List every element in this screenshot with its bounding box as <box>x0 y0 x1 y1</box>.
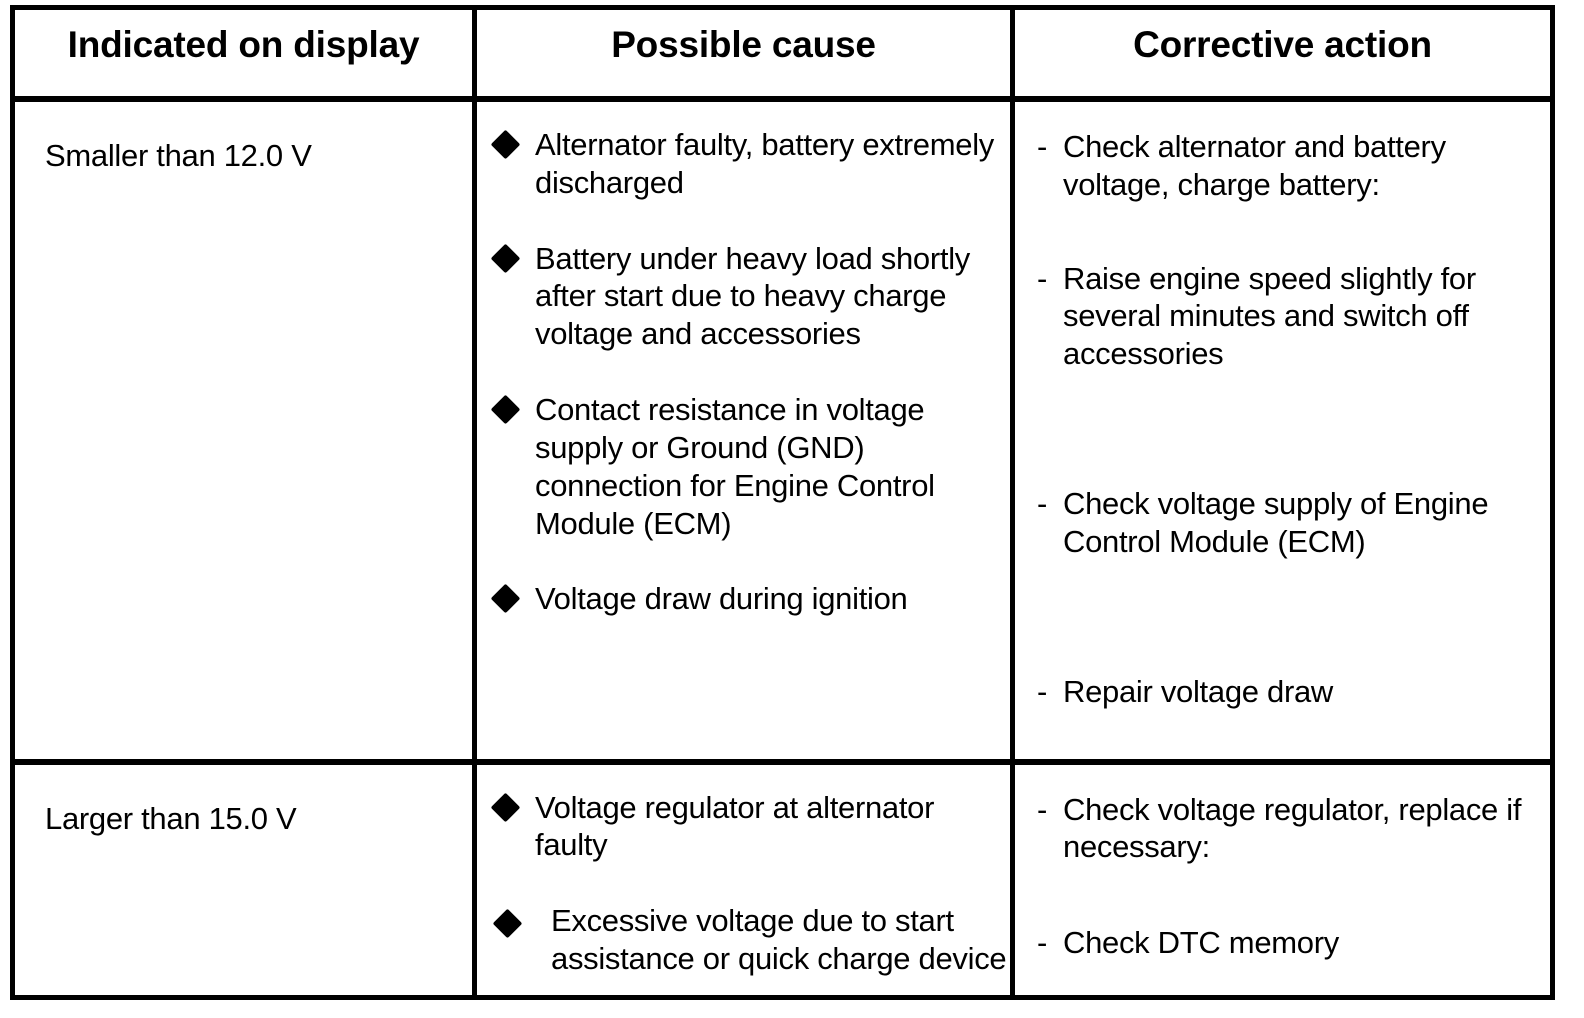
row-1-possible-cause-inner: Alternator faulty, battery extremely dis… <box>477 102 1010 759</box>
list-item: Battery under heavy load shortly after s… <box>490 240 1005 353</box>
filled-diamond-icon <box>492 908 523 939</box>
list-item-text: Voltage draw during ignition <box>535 581 908 617</box>
row-2-corrective-action-cell: - Check voltage regulator, replace if ne… <box>1012 761 1553 998</box>
list-item: - Repair voltage draw <box>1037 673 1543 711</box>
row-2-indicated-cell: Larger than 15.0 V <box>12 761 477 998</box>
row-1-indicated-value: Smaller than 12.0 V <box>45 138 312 173</box>
row-1-indicated-inner: Smaller than 12.0 V <box>15 102 472 759</box>
list-item: Voltage draw during ignition <box>490 580 1005 618</box>
dash-bullet-icon: - <box>1037 129 1048 164</box>
table-row: Larger than 15.0 V Voltage regulator at … <box>12 761 1553 998</box>
column-header-possible-cause-label: Possible cause <box>611 24 876 65</box>
column-header-indicated-on-display: Indicated on display <box>12 7 477 102</box>
row-2-action-list: - Check voltage regulator, replace if ne… <box>1037 791 1550 962</box>
dash-bullet-icon: - <box>1037 486 1048 522</box>
filled-diamond-icon <box>490 583 521 614</box>
filled-diamond-icon <box>490 243 521 273</box>
table-header-row: Indicated on display Possible cause Corr… <box>12 7 1553 102</box>
row-2-indicated-inner: Larger than 15.0 V <box>15 765 472 995</box>
list-item-text: Check alternator and battery voltage, ch… <box>1063 129 1446 202</box>
list-item-text: Raise engine speed slightly for several … <box>1063 260 1476 372</box>
row-2-possible-cause-inner: Voltage regulator at alternator faulty E… <box>477 765 1010 995</box>
row-2-indicated-value: Larger than 15.0 V <box>45 800 297 836</box>
filled-diamond-icon <box>490 129 521 160</box>
row-1-corrective-action-inner: - Check alternator and battery voltage, … <box>1015 102 1550 759</box>
filled-diamond-icon <box>490 792 521 822</box>
list-item-text: Alternator faulty, battery extremely dis… <box>535 127 994 200</box>
list-item-text: Battery under heavy load shortly after s… <box>535 240 970 352</box>
row-1-indicated-cell: Smaller than 12.0 V <box>12 99 477 765</box>
diagnostic-table-wrapper: Indicated on display Possible cause Corr… <box>10 5 1555 1000</box>
column-header-corrective-action: Corrective action <box>1012 7 1553 102</box>
list-item: - Raise engine speed slightly for severa… <box>1037 260 1543 373</box>
list-item-text: Check voltage supply of Engine Control M… <box>1063 486 1489 559</box>
row-1-cause-list: Alternator faulty, battery extremely dis… <box>490 126 1010 618</box>
column-header-corrective-action-label: Corrective action <box>1133 24 1432 65</box>
dash-bullet-icon: - <box>1037 673 1048 709</box>
list-item: - Check alternator and battery voltage, … <box>1037 128 1543 204</box>
list-item-text: Voltage regulator at alternator faulty <box>535 789 935 863</box>
list-item-text: Contact resistance in voltage supply or … <box>535 392 935 541</box>
row-2-possible-cause-cell: Voltage regulator at alternator faulty E… <box>474 761 1015 998</box>
list-item: - Check voltage regulator, replace if ne… <box>1037 791 1543 867</box>
column-header-possible-cause: Possible cause <box>474 7 1015 102</box>
list-item-text: Repair voltage draw <box>1063 673 1334 709</box>
list-item-text: Excessive voltage due to start assistanc… <box>551 903 1007 977</box>
list-item: Voltage regulator at alternator faulty <box>490 789 1005 865</box>
list-item: Contact resistance in voltage supply or … <box>490 391 1005 542</box>
row-2-cause-list: Voltage regulator at alternator faulty E… <box>490 789 1010 978</box>
list-item: Excessive voltage due to start assistanc… <box>491 902 1010 978</box>
dash-bullet-icon: - <box>1037 260 1048 296</box>
column-header-indicated-on-display-label: Indicated on display <box>67 24 420 65</box>
row-1-corrective-action-cell: - Check alternator and battery voltage, … <box>1012 99 1553 765</box>
row-1-action-list: - Check alternator and battery voltage, … <box>1037 128 1550 711</box>
dash-bullet-icon: - <box>1037 791 1048 827</box>
row-2-corrective-action-inner: - Check voltage regulator, replace if ne… <box>1015 765 1550 995</box>
filled-diamond-icon <box>490 394 521 425</box>
dash-bullet-icon: - <box>1037 925 1048 961</box>
list-item-text: Check voltage regulator, replace if nece… <box>1063 791 1522 865</box>
list-item: - Check DTC memory <box>1037 924 1543 962</box>
row-1-possible-cause-cell: Alternator faulty, battery extremely dis… <box>474 99 1015 765</box>
list-item: - Check voltage supply of Engine Control… <box>1037 485 1543 561</box>
diagnostic-table: Indicated on display Possible cause Corr… <box>10 5 1555 1000</box>
list-item: Alternator faulty, battery extremely dis… <box>490 126 1005 202</box>
table-row: Smaller than 12.0 V Alternator faulty, b… <box>12 99 1553 765</box>
list-item-text: Check DTC memory <box>1063 925 1339 961</box>
